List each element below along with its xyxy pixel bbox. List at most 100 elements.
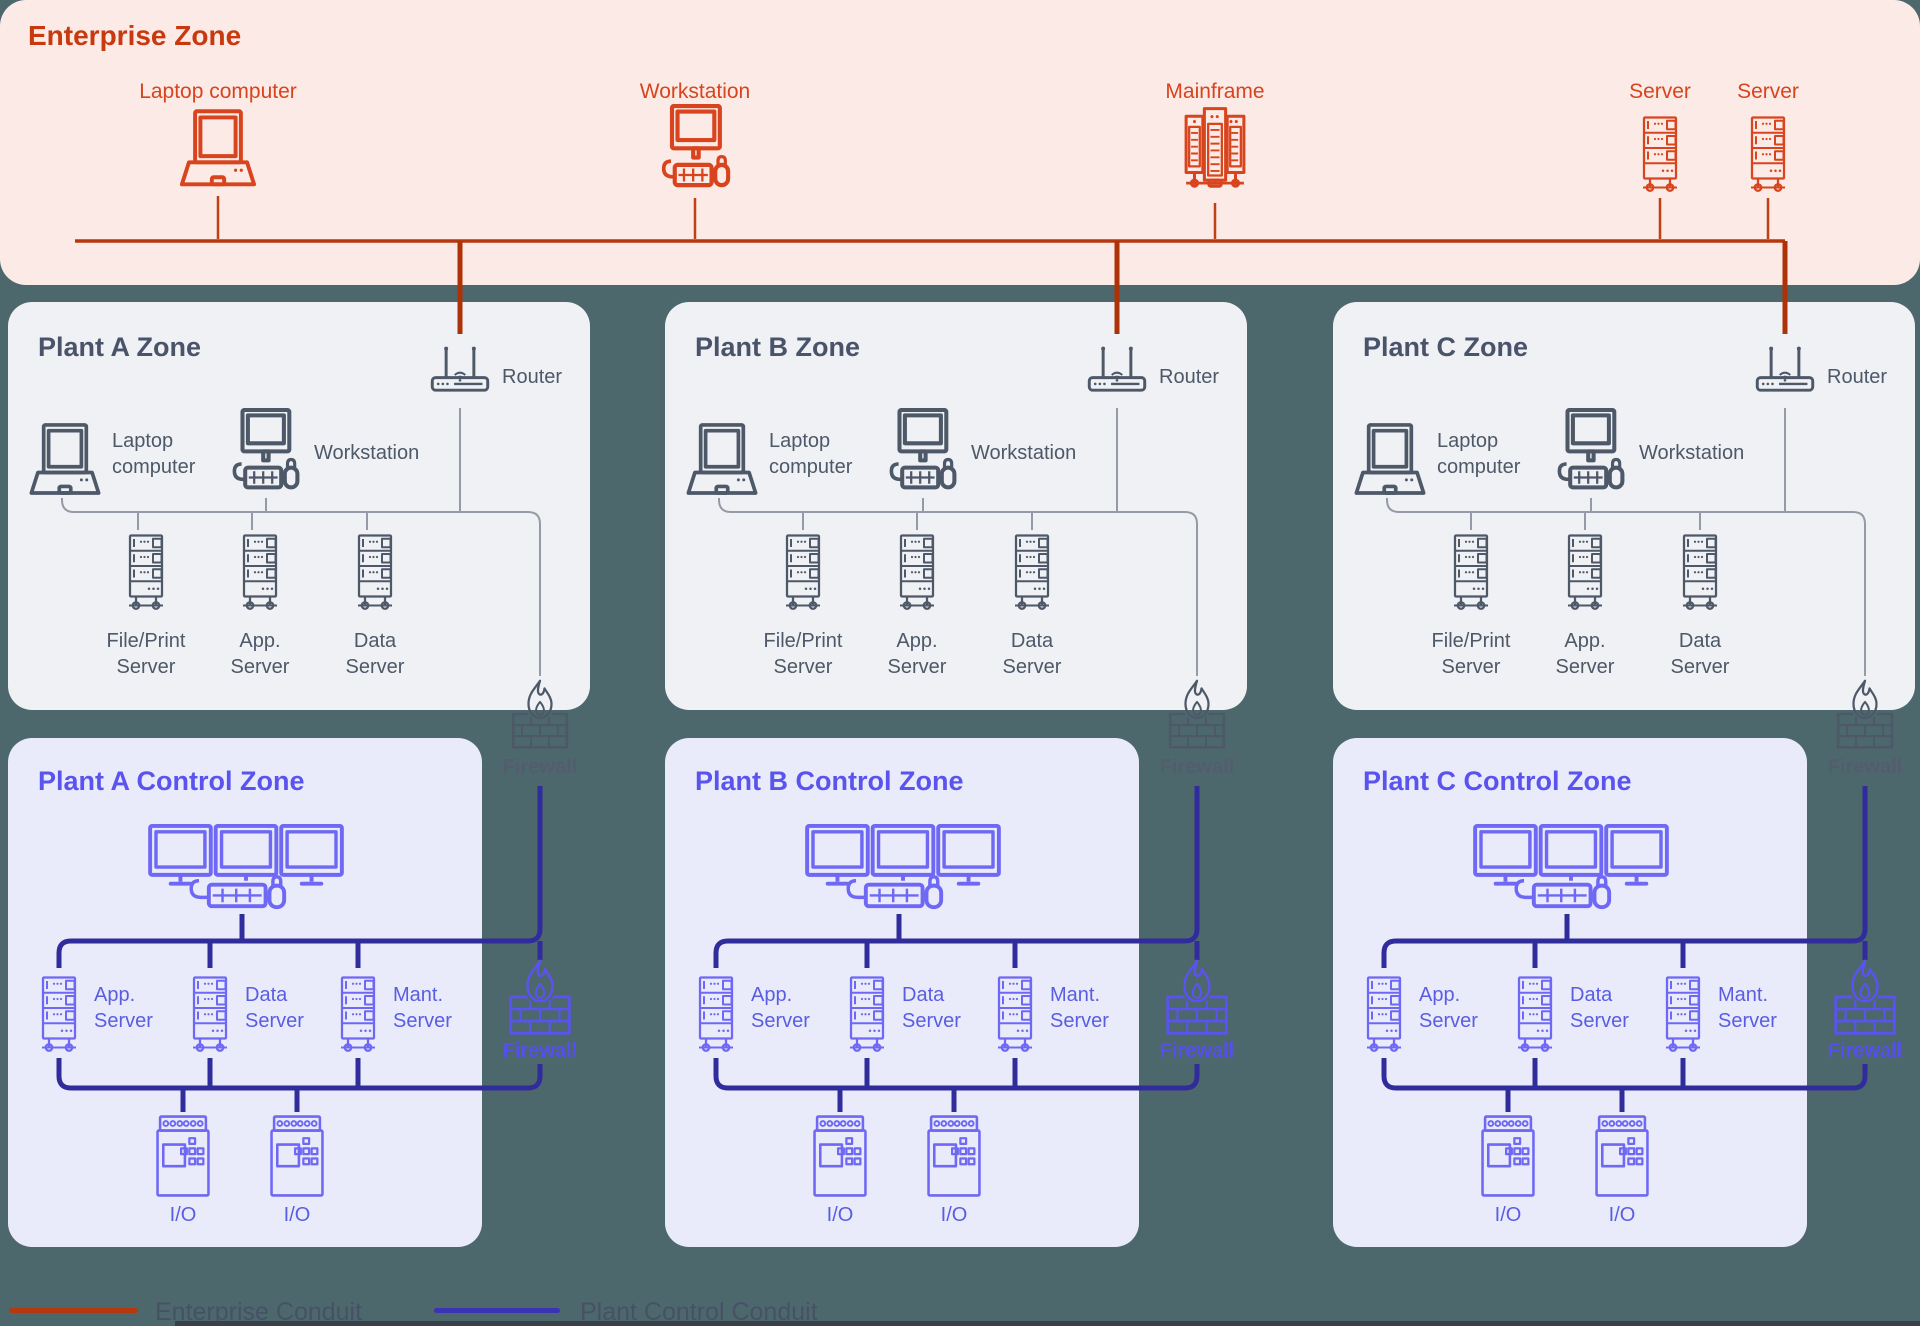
router-icon [427,342,493,408]
server-icon [34,972,84,1059]
server-label: App. Server [751,984,810,1032]
server-label: Data Server [1670,630,1730,678]
router-icon [1752,342,1818,408]
device-label: Server [1629,80,1691,103]
server-icon [691,972,741,1059]
server-icon [333,972,383,1059]
operator-station-icon [148,824,344,914]
zone-title: Plant A Control Zone [38,766,305,796]
io-module-icon [265,1114,329,1198]
firewall-icon [1162,958,1232,1036]
workstation-label: Workstation [1639,442,1745,464]
laptop-icon [24,420,106,502]
server-label: App. Server [1419,984,1478,1032]
laptop-icon [174,106,262,194]
firewall-icon [1830,958,1900,1036]
laptop-icon [681,420,763,502]
server-icon [235,530,285,617]
io-label: I/O [940,1204,968,1226]
workstation-icon [877,408,967,502]
firewall-label: Firewall [502,1040,578,1062]
server-icon [1560,530,1610,617]
server-label: App. Server [887,630,947,678]
laptop-icon [1349,420,1431,502]
server-label: Data Server [245,984,304,1032]
laptop-label: Laptop computer [112,430,196,478]
enterprise-zone-title: Enterprise Zone [28,20,242,51]
server-icon [842,972,892,1059]
io-module-icon [808,1114,872,1198]
io-label: I/O [169,1204,197,1226]
server-label: File/Print Server [763,630,843,678]
operator-station-icon [1473,824,1669,914]
firewall-label: Firewall [1827,756,1903,778]
server-icon [185,972,235,1059]
server-label: Data Server [345,630,405,678]
firewall-label: Firewall [502,756,578,778]
workstation-icon [220,408,310,502]
firewall-icon [1833,678,1897,750]
device-label: Workstation [639,80,751,103]
firewall-icon [1165,678,1229,750]
router-label: Router [502,366,563,388]
zone-title: Plant B Zone [695,332,861,362]
server-label: Mant. Server [1718,984,1777,1032]
server-icon [1675,530,1725,617]
firewall-label: Firewall [1159,1040,1235,1062]
operator-station-icon [805,824,1001,914]
laptop-label: Laptop computer [769,430,853,478]
io-module-icon [1590,1114,1654,1198]
plant-control-conduit-swatch [434,1308,560,1313]
io-module-icon [151,1114,215,1198]
io-module-icon [1476,1114,1540,1198]
server-icon [1007,530,1057,617]
workstation-icon [1545,408,1635,502]
enterprise-zone-box [0,0,1920,285]
router-label: Router [1159,366,1220,388]
server-label: Data Server [1570,984,1629,1032]
server-icon [1446,530,1496,617]
server-icon [121,530,171,617]
server-icon [990,972,1040,1059]
server-icon [778,530,828,617]
workstation-label: Workstation [314,442,420,464]
router-icon [1084,342,1150,408]
server-label: App. Server [230,630,290,678]
server-icon [1635,112,1685,199]
firewall-label: Firewall [1159,756,1235,778]
zone-title: Plant B Control Zone [695,766,964,796]
server-label: App. Server [94,984,153,1032]
io-label: I/O [1494,1204,1522,1226]
server-icon [892,530,942,617]
server-label: Data Server [902,984,961,1032]
server-label: Mant. Server [1050,984,1109,1032]
server-icon [1743,112,1793,199]
enterprise-conduit-swatch [9,1308,138,1313]
server-label: Mant. Server [393,984,452,1032]
device-label: Mainframe [1165,80,1265,103]
server-label: File/Print Server [1431,630,1511,678]
server-label: Data Server [1002,630,1062,678]
clipped-bottom-bar [175,1321,1920,1326]
zone-title: Plant A Zone [38,332,202,362]
io-label: I/O [826,1204,854,1226]
laptop-label: Laptop computer [1437,430,1521,478]
mainframe-icon [1177,104,1253,203]
server-icon [1658,972,1708,1059]
firewall-label: Firewall [1827,1040,1903,1062]
workstation-label: Workstation [971,442,1077,464]
zone-title: Plant C Control Zone [1363,766,1632,796]
io-label: I/O [283,1204,311,1226]
io-module-icon [922,1114,986,1198]
io-label: I/O [1608,1204,1636,1226]
router-label: Router [1827,366,1888,388]
firewall-icon [505,958,575,1036]
server-icon [1510,972,1560,1059]
firewall-icon [508,678,572,750]
server-label: App. Server [1555,630,1615,678]
device-label: Laptop computer [139,80,297,103]
workstation-icon [649,104,741,200]
server-label: File/Print Server [106,630,186,678]
device-label: Server [1737,80,1799,103]
server-icon [1359,972,1409,1059]
